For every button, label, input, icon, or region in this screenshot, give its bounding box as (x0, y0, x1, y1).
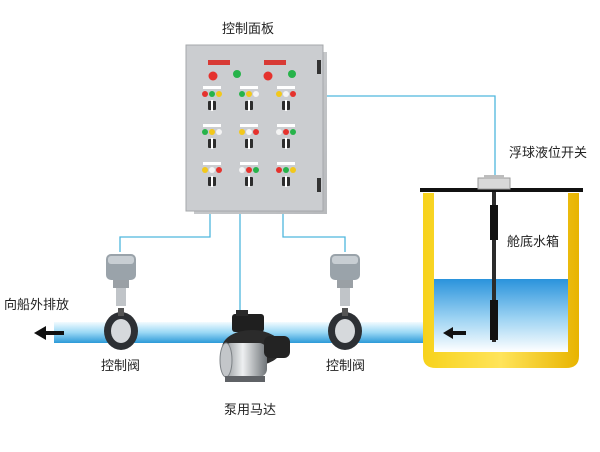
panel-indicator-light (253, 91, 259, 97)
float-switch-label: 浮球液位开关 (509, 146, 588, 161)
control-panel-cabinet (185, 44, 327, 214)
tank-water (434, 279, 568, 352)
bilge-tank (420, 175, 583, 368)
panel-indicator-light (276, 167, 282, 173)
panel-indicator-light (290, 91, 296, 97)
wire-left-valve (119, 213, 211, 252)
discharge-label: 向船外排放 (4, 298, 70, 313)
wire-right-valve (282, 213, 346, 252)
panel-tag (277, 86, 295, 89)
discharge-arrow (34, 326, 64, 340)
panel-selector-switch-mark (211, 100, 213, 111)
panel-indicator-light (283, 91, 289, 97)
signal-wires (119, 95, 496, 318)
panel-indicator-light (202, 167, 208, 173)
panel-indicator-light (239, 91, 245, 97)
panel-tag (203, 162, 221, 165)
panel-selector-switch-mark (285, 138, 287, 149)
panel-indicator-light (246, 129, 252, 135)
panel-indicator-light (216, 129, 222, 135)
left-control-valve (104, 254, 138, 350)
right-control-valve (328, 254, 362, 350)
float-switch-head (477, 177, 511, 190)
panel-tag (240, 124, 258, 127)
wire-float-switch (326, 95, 496, 178)
panel-indicator-light (246, 91, 252, 97)
panel-selector-switch-mark (248, 176, 250, 187)
panel-top-indicator (208, 71, 218, 81)
panel-top-indicator (288, 70, 296, 78)
panel-tag (203, 86, 221, 89)
panel-indicator-light (276, 91, 282, 97)
bilge-tank-label: 舱底水箱 (507, 235, 560, 250)
panel-indicator-light (209, 91, 215, 97)
panel-indicator-light (216, 91, 222, 97)
panel-indicator-light (276, 129, 282, 135)
pump-motor (219, 310, 290, 382)
panel-indicator-light (216, 167, 222, 173)
panel-tag (240, 86, 258, 89)
panel-top-tag-left (208, 60, 230, 65)
panel-selector-switch-mark (248, 138, 250, 149)
panel-indicator-light (246, 167, 252, 173)
panel-tag (277, 162, 295, 165)
panel-indicator-light (202, 129, 208, 135)
panel-indicator-light (283, 167, 289, 173)
panel-indicator-light (253, 167, 259, 173)
panel-selector-switch-mark (285, 176, 287, 187)
float-rod (492, 192, 496, 342)
panel-top-tag-right (264, 60, 286, 65)
panel-indicator-light (283, 129, 289, 135)
float-upper (490, 205, 498, 240)
panel-tag (240, 162, 258, 165)
panel-selector-switch-mark (211, 138, 213, 149)
panel-top-indicator (233, 70, 241, 78)
left-valve-label: 控制阀 (101, 359, 141, 374)
right-valve-label: 控制阀 (326, 359, 366, 374)
panel-selector-switch-mark (248, 100, 250, 111)
float-lower (490, 300, 498, 340)
panel-tag (203, 124, 221, 127)
panel-indicators (202, 60, 296, 187)
panel-indicator-light (290, 167, 296, 173)
panel-indicator-light (209, 129, 215, 135)
panel-indicator-light (239, 129, 245, 135)
panel-selector-switch-mark (211, 176, 213, 187)
tank-lid (420, 188, 583, 192)
panel-indicator-light (290, 129, 296, 135)
pump-motor-label: 泵用马达 (224, 403, 277, 418)
panel-top-indicator (263, 71, 273, 81)
control-panel-label: 控制面板 (222, 22, 275, 37)
panel-selector-switch-mark (285, 100, 287, 111)
panel-indicator-light (202, 91, 208, 97)
panel-indicator-light (253, 129, 259, 135)
panel-indicator-light (239, 167, 245, 173)
panel-indicator-light (209, 167, 215, 173)
panel-tag (277, 124, 295, 127)
